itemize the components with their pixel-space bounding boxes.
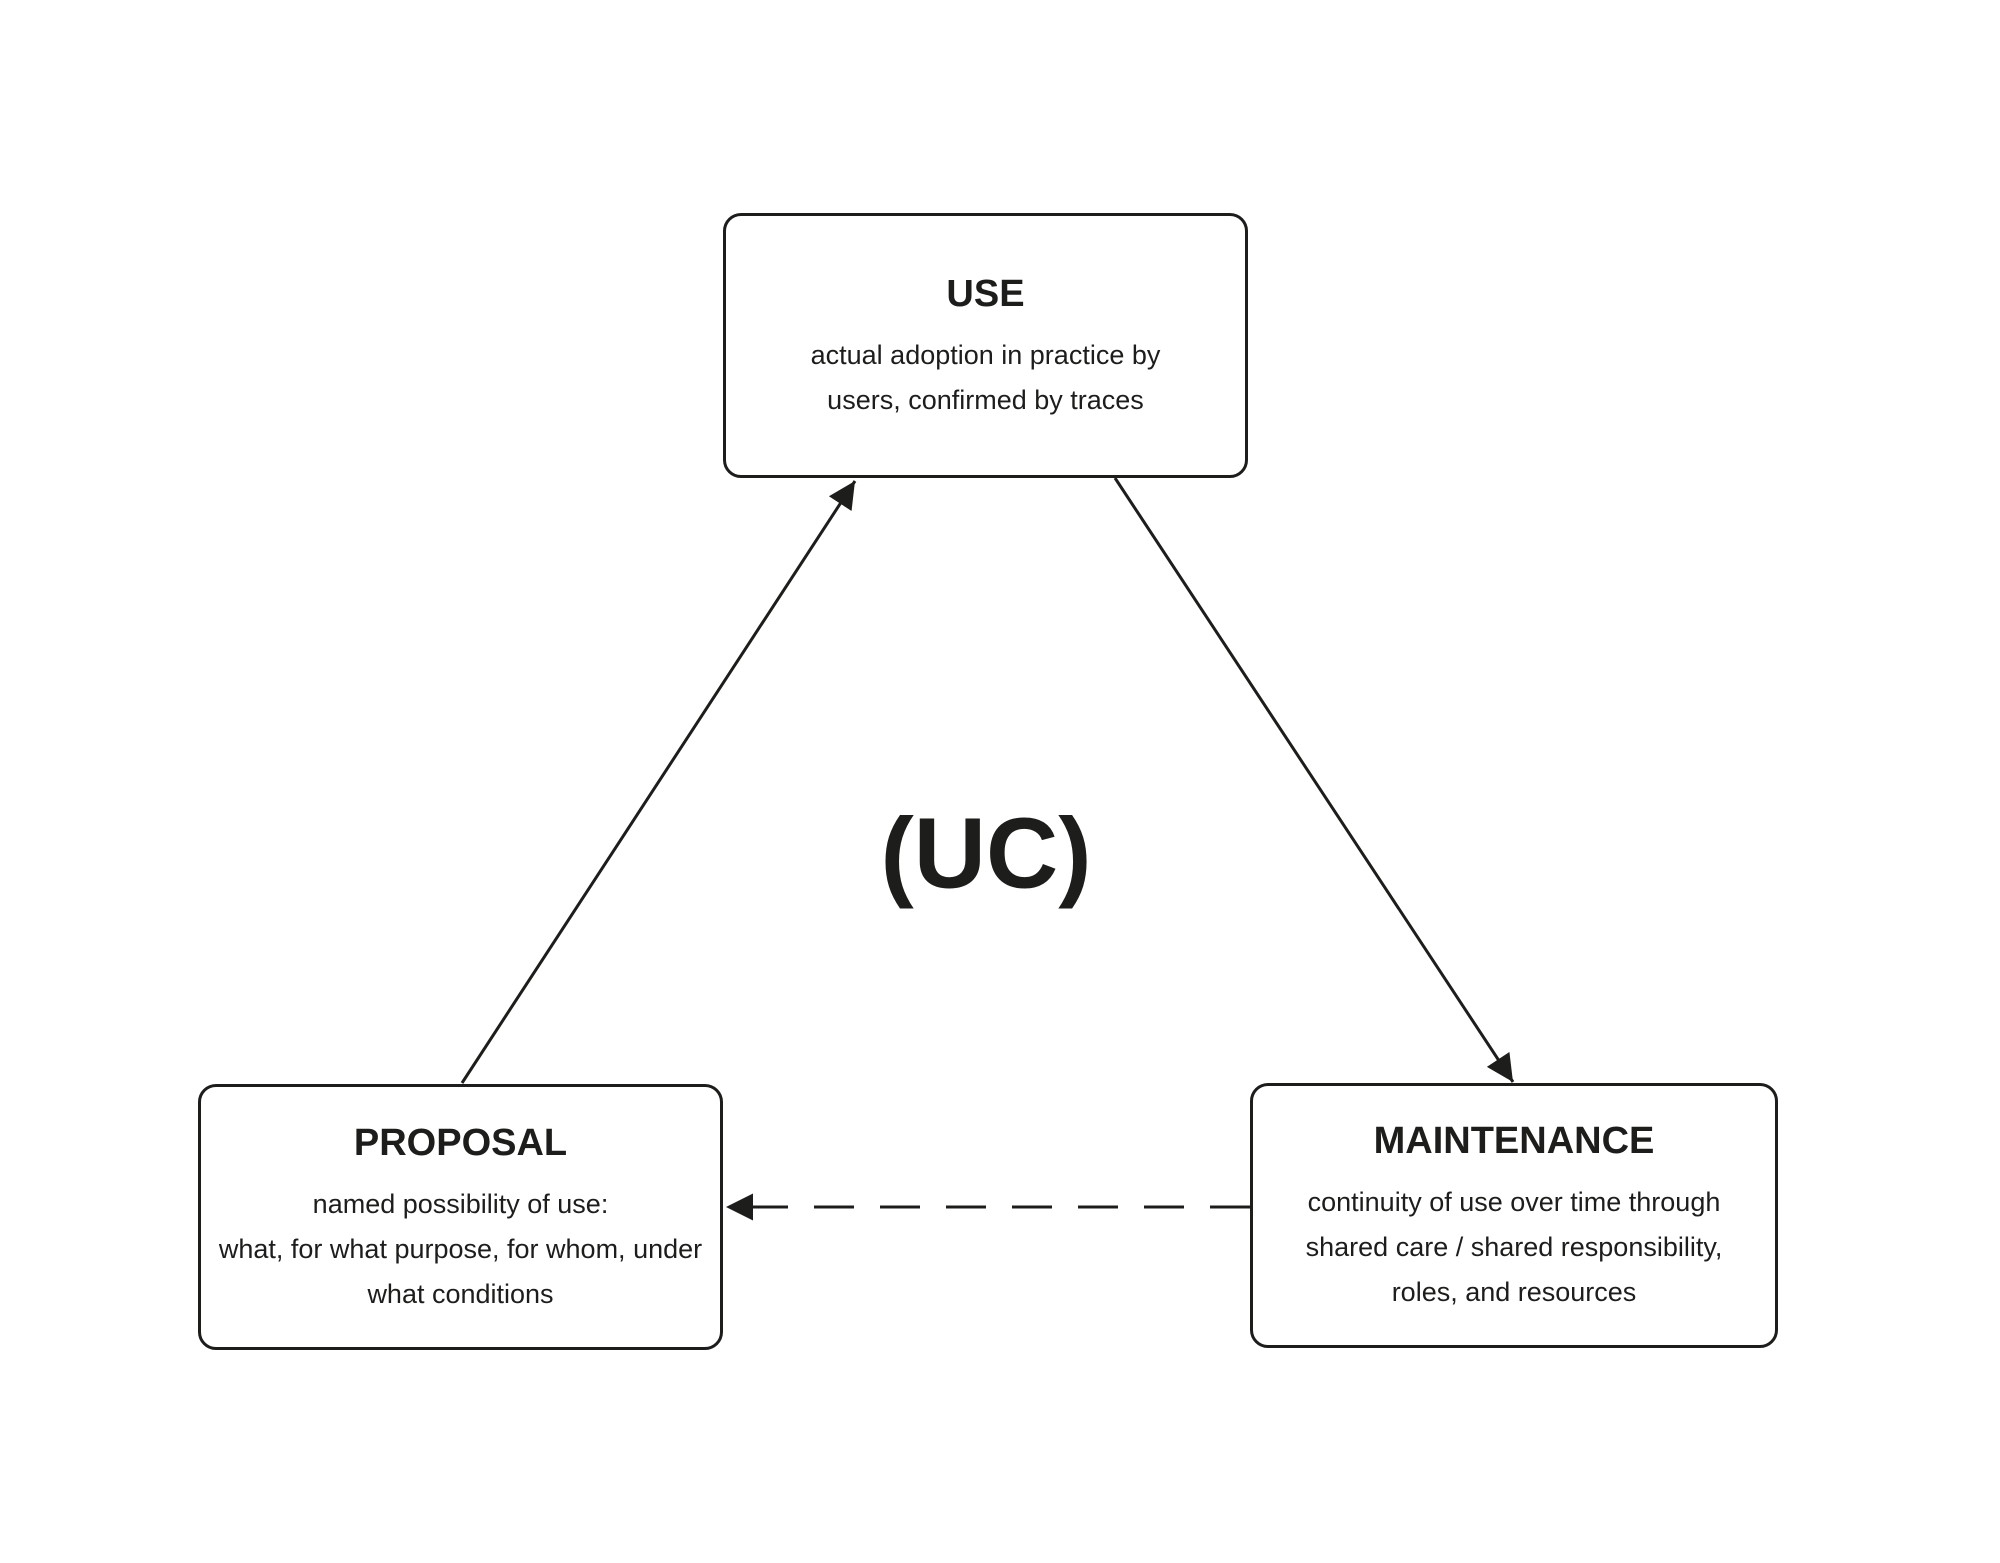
node-proposal-description-line: named possibility of use: (312, 1188, 609, 1219)
node-maintenance-description-line: continuity of use over time through (1307, 1187, 1721, 1217)
node-proposal-description: named possibility of use: what, for what… (219, 1182, 702, 1317)
node-maintenance-description: continuity of use over time through shar… (1306, 1180, 1723, 1315)
node-maintenance-description-line: shared care / shared responsibility, (1305, 1232, 1723, 1262)
node-use-description-line: actual adoption in practice by (810, 339, 1161, 370)
node-use-description: actual adoption in practice by users, co… (811, 333, 1161, 423)
edge-use-to-maintenance-arrow (1113, 477, 1515, 1083)
node-proposal-description-line: what, for what purpose, for whom, under (218, 1233, 703, 1264)
node-use-title: USE (946, 272, 1025, 315)
center-label-uc: (UC) (880, 797, 1092, 910)
node-use-description-line: users, confirmed by traces (827, 384, 1144, 415)
node-use: USE actual adoption in practice by users… (723, 213, 1248, 478)
node-maintenance: MAINTENANCE continuity of use over time … (1250, 1083, 1778, 1348)
node-proposal-description-line: what conditions (367, 1278, 554, 1309)
node-proposal: PROPOSAL named possibility of use: what,… (198, 1084, 723, 1350)
edge-proposal-to-use-arrow (460, 480, 857, 1084)
node-proposal-title: PROPOSAL (353, 1121, 568, 1164)
node-maintenance-title: MAINTENANCE (1373, 1120, 1655, 1162)
node-maintenance-description-line: roles, and resources (1391, 1277, 1637, 1307)
